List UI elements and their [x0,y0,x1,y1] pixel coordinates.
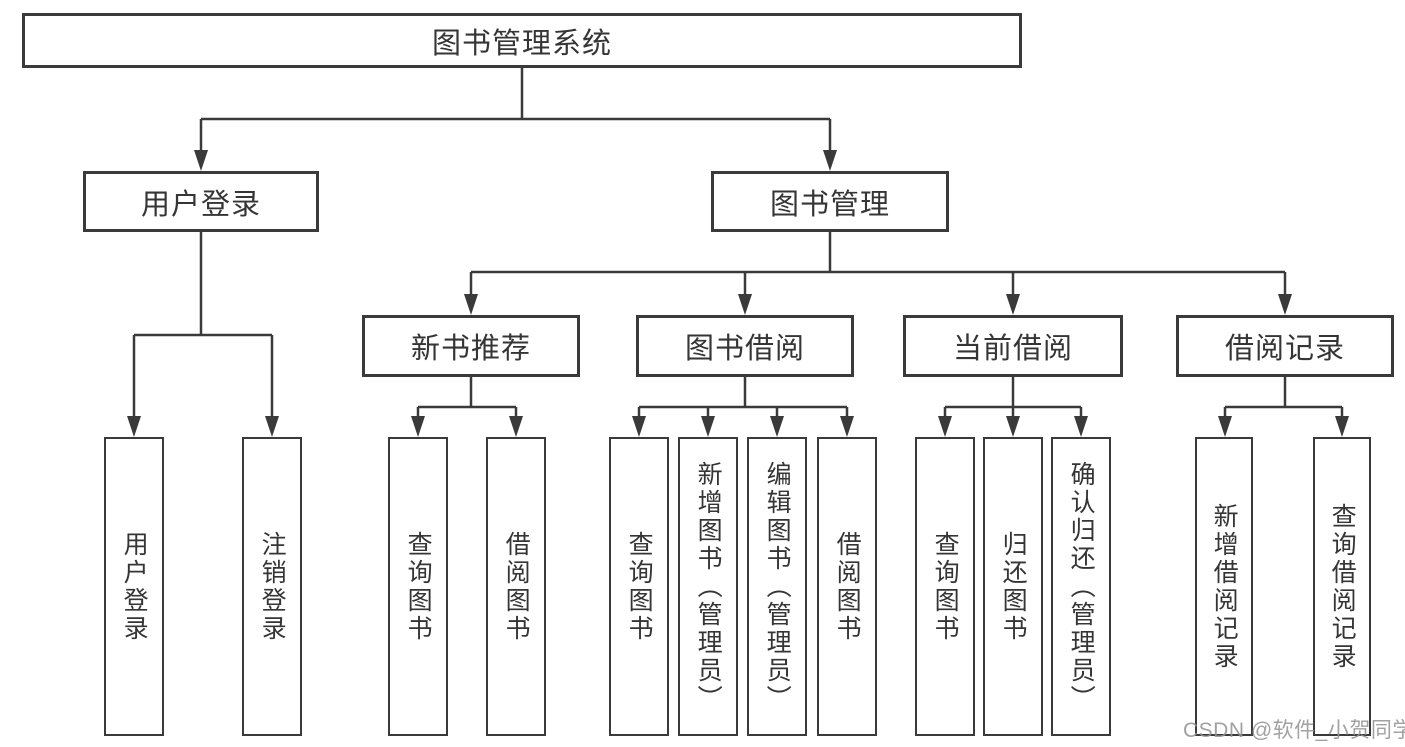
node-book-borrow-label: 图书借阅 [684,333,805,365]
leaf-confirm-return-admin: 确认归还（管理员） [1051,437,1111,736]
leaf-query-books-borrow: 查询图书 [609,437,669,736]
leaf-query-books-current: 查询图书 [915,437,975,736]
leaf-add-books-admin: 新增图书（管理员） [678,437,738,736]
node-new-book-recommend-label: 新书推荐 [410,333,531,365]
node-book-management-label: 图书管理 [769,188,890,221]
node-book-borrow: 图书借阅 [636,315,854,377]
leaf-query-books-borrow-label: 查询图书 [625,530,654,643]
leaf-query-borrow-record: 查询借阅记录 [1313,437,1371,736]
node-root-label: 图书管理系统 [431,27,612,60]
node-current-borrow-label: 当前借阅 [952,333,1073,365]
leaf-return-books-label: 归还图书 [999,530,1028,643]
leaf-user-login: 用户登录 [104,437,164,736]
leaf-logout: 注销登录 [242,437,302,736]
leaf-add-books-admin-label: 新增图书（管理员） [694,460,723,713]
leaf-add-borrow-record: 新增借阅记录 [1195,437,1253,736]
leaf-confirm-return-admin-label: 确认归还（管理员） [1067,460,1096,713]
node-root-system: 图书管理系统 [22,13,1022,68]
node-borrow-records: 借阅记录 [1176,315,1394,377]
node-user-login-label: 用户登录 [140,188,261,221]
leaf-query-borrow-record-label: 查询借阅记录 [1328,502,1357,671]
leaf-logout-label: 注销登录 [258,530,287,643]
leaf-return-books: 归还图书 [983,437,1043,736]
leaf-edit-books-admin-label: 编辑图书（管理员） [763,460,792,713]
node-user-login: 用户登录 [83,171,319,232]
leaf-query-books-recommend-label: 查询图书 [404,530,433,643]
node-borrow-records-label: 借阅记录 [1224,333,1345,365]
leaf-add-borrow-record-label: 新增借阅记录 [1210,502,1239,671]
leaf-query-books-current-label: 查询图书 [931,530,960,643]
leaf-borrow-books-recommend-label: 借阅图书 [502,530,531,643]
node-current-borrow: 当前借阅 [903,315,1123,377]
leaf-edit-books-admin: 编辑图书（管理员） [747,437,807,736]
leaf-borrow-books-label: 借阅图书 [833,530,862,643]
node-new-book-recommend: 新书推荐 [362,315,580,377]
csdn-watermark: CSDN @软件_小贺同学 [1183,719,1405,742]
leaf-user-login-label: 用户登录 [120,530,149,643]
leaf-borrow-books: 借阅图书 [817,437,877,736]
node-book-management: 图书管理 [711,171,949,232]
leaf-query-books-recommend: 查询图书 [388,437,448,736]
leaf-borrow-books-recommend: 借阅图书 [486,437,546,736]
